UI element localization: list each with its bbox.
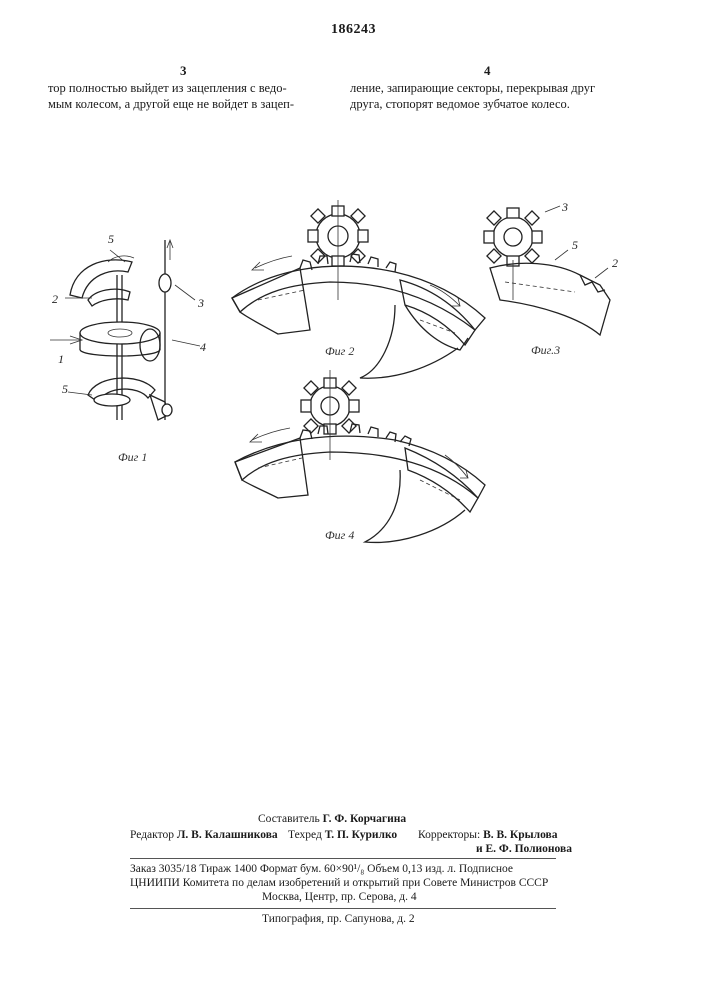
fig1-label-5-top: 5 xyxy=(108,232,114,247)
corrector-1: В. В. Крылова xyxy=(483,829,557,841)
correctors-line: Корректоры: В. В. Крылова xyxy=(418,828,558,842)
address-line: Москва, Центр, пр. Серова, д. 4 xyxy=(262,890,417,904)
corrector-2-prefix: и xyxy=(476,843,483,855)
fig3-label-3: 3 xyxy=(562,200,568,215)
correctors-label: Корректоры: xyxy=(418,829,480,841)
fig1-label-4: 4 xyxy=(200,340,206,355)
patent-drawings xyxy=(0,0,707,560)
figure-3-caption: Фиг.3 xyxy=(531,343,560,358)
techred-label: Техред xyxy=(288,829,322,841)
fig1-label-1: 1 xyxy=(58,352,64,367)
editor-label: Редактор xyxy=(130,829,174,841)
corrector-2-line: и Е. Ф. Полионова xyxy=(476,842,572,856)
composer-name: Г. Ф. Корчагина xyxy=(323,813,406,825)
figure-2-caption: Фиг 2 xyxy=(325,344,354,359)
fig1-label-5-bottom: 5 xyxy=(62,382,68,397)
composer-line: Составитель Г. Ф. Корчагина xyxy=(258,812,406,826)
techred-line: Техред Т. П. Курилко xyxy=(288,828,397,842)
order-line: Заказ 3035/18 Тираж 1400 Формат бум. 60×… xyxy=(130,862,513,876)
fig3-label-5: 5 xyxy=(572,238,578,253)
footer-rule-bottom xyxy=(130,908,556,909)
fig1-label-3: 3 xyxy=(198,296,204,311)
corrector-2: Е. Ф. Полионова xyxy=(486,843,572,855)
footer-rule-top xyxy=(130,858,556,859)
editor-name: Л. В. Калашникова xyxy=(177,829,278,841)
figure-3-drawing xyxy=(484,206,610,335)
figure-1-drawing xyxy=(50,240,200,420)
figure-2-drawing xyxy=(232,200,485,378)
org-line: ЦНИИПИ Комитета по делам изобретений и о… xyxy=(130,876,548,890)
fig1-label-2: 2 xyxy=(52,292,58,307)
techred-name: Т. П. Курилко xyxy=(325,829,397,841)
figure-4-caption: Фиг 4 xyxy=(325,528,354,543)
figure-1-caption: Фиг 1 xyxy=(118,450,147,465)
fig3-label-2: 2 xyxy=(612,256,618,271)
editor-line: Редактор Л. В. Калашникова xyxy=(130,828,278,842)
figure-4-drawing xyxy=(235,370,485,542)
composer-label: Составитель xyxy=(258,813,320,825)
printer-line: Типография, пр. Сапунова, д. 2 xyxy=(262,912,415,926)
